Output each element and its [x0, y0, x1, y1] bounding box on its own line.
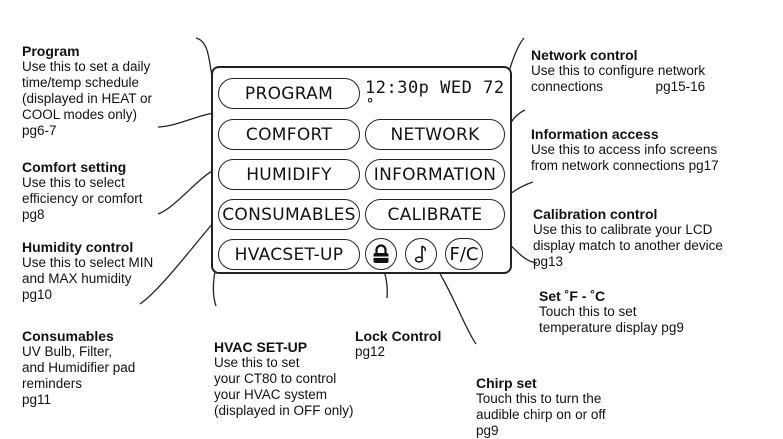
comfort-button[interactable]: COMFORT	[218, 119, 360, 150]
lock-button[interactable]	[365, 238, 397, 270]
callout-body: Use this to select MIN and MAX humidity …	[22, 255, 154, 302]
program-button[interactable]: PROGRAM	[218, 78, 360, 109]
callout-title: Program	[22, 43, 80, 59]
callout-body: Touch this to turn the audible chirp on …	[476, 391, 606, 438]
callout-title: Lock Control	[355, 328, 442, 344]
humidify-button[interactable]: HUMIDIFY	[218, 159, 360, 190]
thermostat-touchscreen: PROGRAM 12:30p WED 72 ˚ COMFORT NETWORK …	[211, 66, 512, 274]
callout-title: Comfort setting	[22, 159, 127, 175]
callout-body: Use this to calibrate your LCD display m…	[533, 222, 723, 269]
callout-body: Touch this to set temperature display pg…	[539, 304, 684, 335]
callout-body: Use this to configure network connection…	[531, 63, 706, 94]
musical-note-icon	[414, 245, 426, 263]
callout-title: Calibration control	[533, 206, 658, 222]
network-button[interactable]: NETWORK	[365, 119, 505, 150]
hvac-setup-button[interactable]: HVACSET-UP	[218, 239, 360, 270]
information-button[interactable]: INFORMATION	[365, 159, 505, 190]
callout-body: pg12	[355, 344, 386, 359]
callout-title: Chirp set	[476, 375, 537, 391]
callout-body: UV Bulb, Filter, and Humidifier pad remi…	[22, 344, 136, 407]
lock-icon	[373, 244, 389, 263]
callout-body: Use this to set a daily time/temp schedu…	[22, 59, 153, 138]
leader-humidify	[157, 169, 215, 215]
callout-body: Use this to select efficiency or comfort…	[22, 175, 143, 222]
callout-title: Humidity control	[22, 239, 134, 255]
leader-comfort	[157, 112, 215, 128]
leader-consumables	[139, 221, 215, 305]
consumables-button[interactable]: CONSUMABLES	[218, 199, 360, 230]
time-day-temp-readout: 12:30p WED 72 ˚	[365, 78, 505, 118]
callout-title: Consumables	[22, 328, 114, 344]
fahrenheit-celsius-button[interactable]: F/C	[445, 238, 483, 270]
callout-body: Use this to set your CT80 to control you…	[214, 355, 354, 418]
chirp-button[interactable]	[405, 238, 437, 270]
callout-title: HVAC SET-UP	[214, 339, 308, 355]
callout-body: Use this to access info screens from net…	[531, 142, 719, 173]
callout-title: Set ˚F - ˚C	[539, 288, 606, 304]
leader-chirp	[435, 266, 477, 345]
callout-title: Information access	[531, 126, 659, 142]
callout-title: Network control	[531, 47, 638, 63]
calibrate-button[interactable]: CALIBRATE	[365, 199, 505, 230]
